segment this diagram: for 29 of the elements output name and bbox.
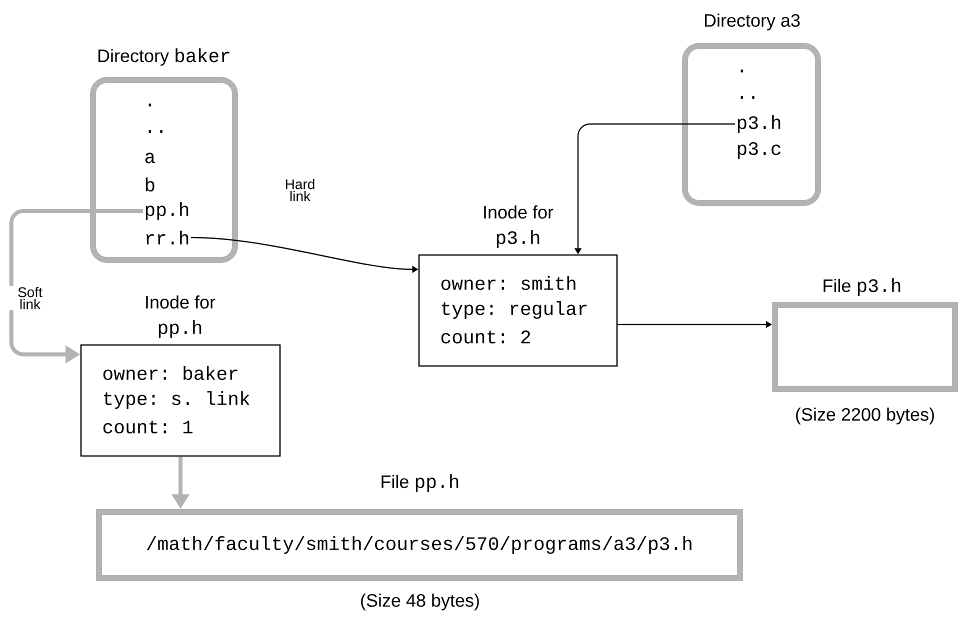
directory-entry: .. [740,96,754,99]
box-heading: File pp.h [382,474,458,492]
box-heading: File p3.h [824,278,900,296]
inode-field: type: regular [442,301,587,319]
box-heading: Directory a3 [704,14,800,30]
inode-field: owner: baker [103,366,238,380]
file-content: /math/faculty/smith/courses/570/programs/a3/p3.h [146,536,692,554]
directory-entry: .. [148,130,162,133]
inode-field: type: s. link [104,391,250,409]
edge-label: Soft link [18,286,42,310]
inode-field: owner: smith [441,276,576,290]
size-caption: (Size 2200 bytes) [796,408,934,424]
size-caption: (Size 48 bytes) [361,594,479,610]
box-heading: Inode for [146,295,216,309]
directory-entry: rr.h [146,230,188,244]
box-heading: Inode for [484,205,554,219]
box-heading: p3.h [496,230,540,248]
directory-entry: . [740,70,743,72]
box-heading: pp.h [158,320,202,338]
directory-entry: a [145,152,155,164]
directory-entry: b [146,178,154,192]
inode-field: count: 1 [103,420,192,434]
directory-entry: . [148,104,151,106]
inode-field: count: 2 [441,330,530,344]
directory-entry: p3.h [738,115,780,133]
box-heading: Directory baker [98,48,230,66]
edge-label: Hard link [286,178,314,202]
directory-entry: pp.h [146,202,188,220]
directory-entry: p3.c [738,142,780,159]
